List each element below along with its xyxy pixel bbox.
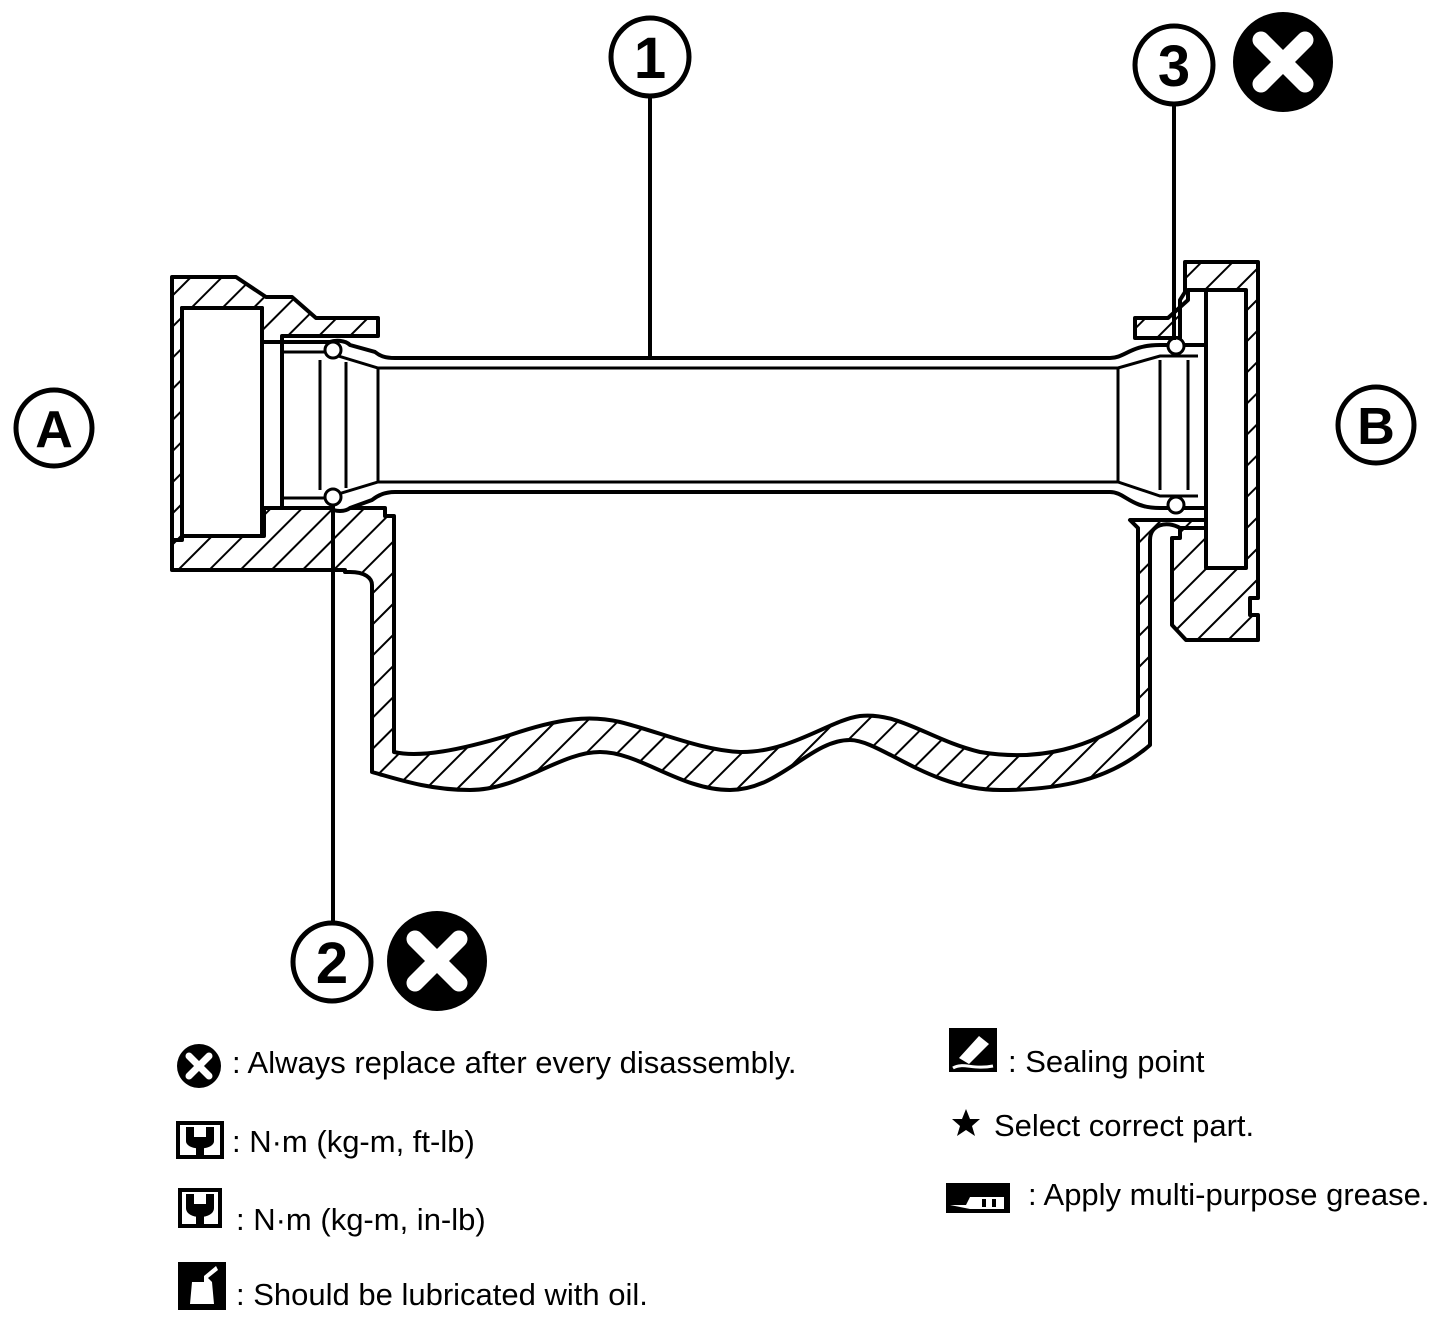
- grease-gun-icon: [946, 1183, 1010, 1213]
- side-label-a: A: [13, 387, 95, 469]
- svg-text:A: A: [35, 401, 73, 459]
- left-bore-insert: [180, 306, 264, 538]
- oil-can-icon: [178, 1262, 226, 1310]
- callout-3: 3: [1132, 23, 1216, 107]
- o-ring-left-bottom: [323, 487, 343, 507]
- housing-cross-section: [170, 260, 1260, 792]
- wrench-icon: [176, 1121, 224, 1159]
- svg-text:2: 2: [316, 931, 348, 996]
- legend: : Always replace after every disassembly…: [176, 1028, 1430, 1312]
- replace-mark-3-icon: [1233, 12, 1333, 112]
- callout-2: 2: [290, 920, 374, 1004]
- tube-part-1: [280, 338, 1208, 513]
- o-ring-left-top: [323, 340, 343, 360]
- side-label-b: B: [1335, 384, 1417, 466]
- svg-text:B: B: [1357, 398, 1395, 456]
- callout-1: 1: [608, 15, 692, 99]
- svg-text:1: 1: [634, 26, 666, 91]
- legend-sealing-text: : Sealing point: [1008, 1044, 1205, 1079]
- legend-lubricate-text: : Should be lubricated with oil.: [236, 1277, 648, 1312]
- x-in-circle-icon: [177, 1044, 221, 1088]
- o-rings: [323, 336, 1186, 515]
- oil-pan-body: [170, 506, 1208, 792]
- wrench-filled-icon: [178, 1188, 222, 1228]
- o-ring-right-top: [1166, 336, 1186, 356]
- leader-lines: [331, 94, 1176, 922]
- legend-select-text: Select correct part.: [994, 1108, 1254, 1143]
- legend-grease-text: : Apply multi-purpose grease.: [1028, 1177, 1430, 1212]
- legend-torque-inlb-text: : N·m (kg-m, in-lb): [236, 1202, 486, 1237]
- star-icon: [952, 1109, 980, 1136]
- svg-text:3: 3: [1158, 34, 1190, 99]
- legend-replace-text: : Always replace after every disassembly…: [232, 1045, 797, 1080]
- replace-mark-2-icon: [387, 911, 487, 1011]
- right-bore-insert: [1204, 288, 1248, 570]
- legend-torque-ftlb-text: : N·m (kg-m, ft-lb): [232, 1124, 475, 1159]
- sealant-tube-icon: [949, 1028, 997, 1072]
- o-ring-right-bottom: [1166, 495, 1186, 515]
